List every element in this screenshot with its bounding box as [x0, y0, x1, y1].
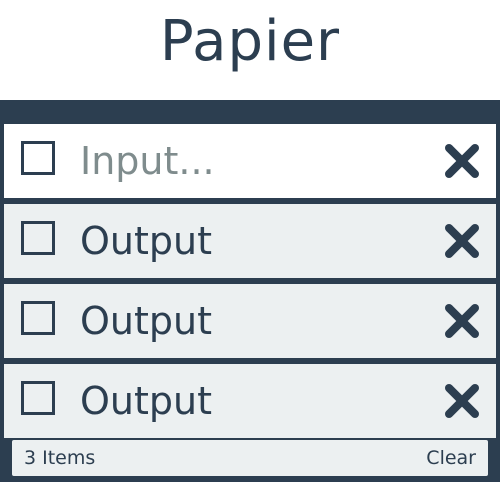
- list-footer: 3 Items Clear: [12, 440, 488, 476]
- item-checkbox[interactable]: [21, 221, 55, 255]
- item-text[interactable]: Output: [80, 299, 212, 343]
- item-text[interactable]: Output: [80, 379, 212, 423]
- list-item: Output: [4, 364, 496, 438]
- toggle-all-checkbox[interactable]: [21, 141, 55, 175]
- input-row: [4, 124, 496, 198]
- close-icon[interactable]: [442, 141, 482, 181]
- clear-button[interactable]: Clear: [426, 447, 476, 469]
- list-item: Output: [4, 284, 496, 358]
- item-checkbox[interactable]: [21, 381, 55, 415]
- close-icon[interactable]: [442, 381, 482, 421]
- todo-panel: Output Output Output: [0, 100, 500, 482]
- close-icon[interactable]: [442, 301, 482, 341]
- item-text[interactable]: Output: [80, 219, 212, 263]
- item-count: 3 Items: [24, 447, 96, 469]
- list-item: Output: [4, 204, 496, 278]
- new-item-input[interactable]: [80, 132, 410, 190]
- close-icon[interactable]: [442, 221, 482, 261]
- app-title: Papier: [159, 9, 341, 74]
- item-checkbox[interactable]: [21, 301, 55, 335]
